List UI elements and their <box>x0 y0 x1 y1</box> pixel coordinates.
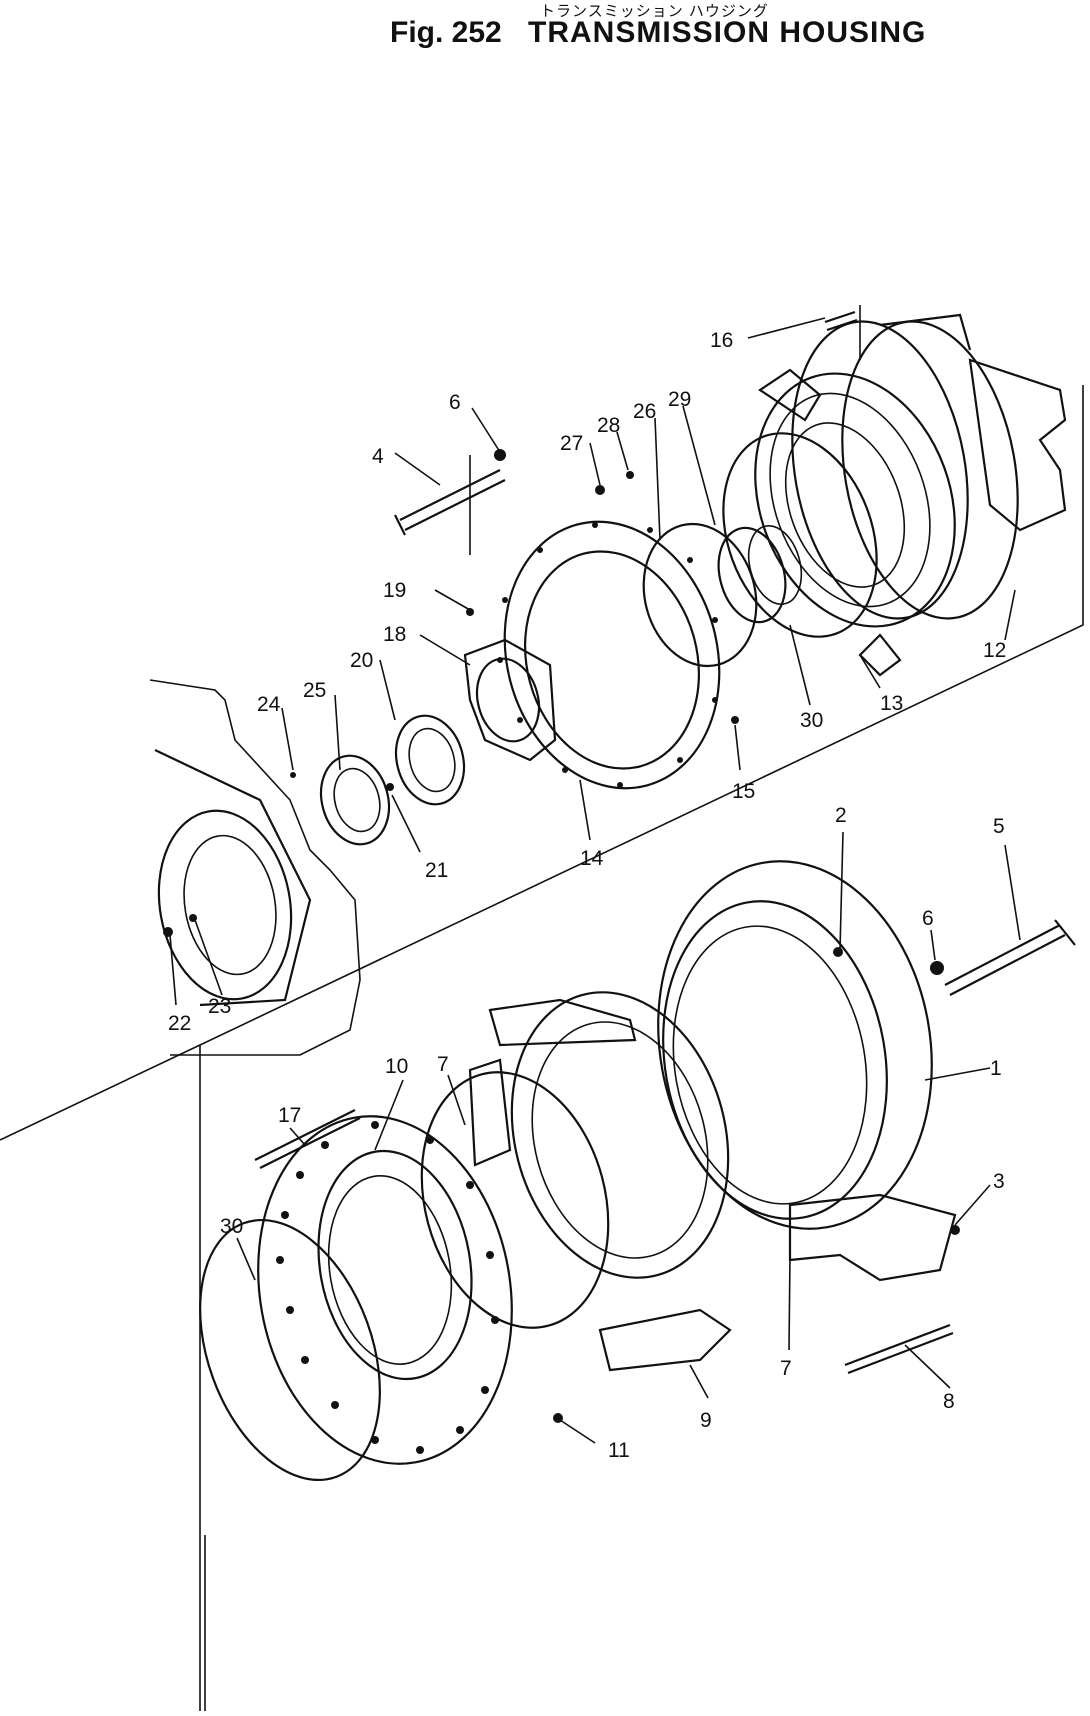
part-engine-housing <box>149 679 361 1056</box>
callout-7-upper: 7 <box>437 1053 449 1076</box>
title-japanese: トランスミッション ハウジング <box>540 3 769 20</box>
part-pin-17 <box>254 1109 361 1169</box>
callout-1: 1 <box>990 1057 1002 1080</box>
callout-labels: 16 6 4 28 27 26 29 19 18 20 25 24 21 14 … <box>168 329 1006 1462</box>
part-pin-8 <box>844 1323 954 1375</box>
part-oring-7 <box>420 1071 610 1329</box>
callout-14: 14 <box>580 847 604 870</box>
part-bolt-4 <box>394 469 506 536</box>
callout-22: 22 <box>168 1012 191 1035</box>
callout-16: 16 <box>710 329 733 352</box>
callout-3: 3 <box>993 1170 1005 1193</box>
group-bracket-lines <box>0 305 1084 1716</box>
callout-28: 28 <box>597 414 620 437</box>
part-housing-1 <box>657 860 957 1282</box>
figure-number: Fig. 252 <box>390 16 502 49</box>
part-case-9 <box>468 991 732 1372</box>
part-seal-20 <box>394 714 466 806</box>
callout-8: 8 <box>943 1390 955 1413</box>
callout-19: 19 <box>383 579 406 602</box>
callout-17: 17 <box>278 1104 301 1127</box>
callout-9: 9 <box>700 1409 712 1432</box>
part-bearing-25 <box>319 754 391 846</box>
callout-23: 23 <box>208 995 231 1018</box>
callout-10: 10 <box>385 1055 408 1078</box>
part-bolt-5 <box>944 919 1076 996</box>
callout-6-lower: 6 <box>922 907 934 930</box>
callout-2: 2 <box>835 804 847 827</box>
callout-27: 27 <box>560 432 583 455</box>
figure-title: TRANSMISSION HOUSING <box>528 16 927 49</box>
callout-26: 26 <box>633 400 656 423</box>
callout-7-lower: 7 <box>780 1357 792 1380</box>
callout-24: 24 <box>257 693 281 716</box>
callout-12: 12 <box>983 639 1006 662</box>
callout-30-upper: 30 <box>800 709 823 732</box>
part-cover-10 <box>257 1115 513 1465</box>
callout-13: 13 <box>880 692 903 715</box>
callout-5: 5 <box>993 815 1005 838</box>
leader-lines <box>169 317 1021 1444</box>
part-oring-30-lower <box>199 1218 381 1482</box>
part-oring-30-upper <box>722 432 878 638</box>
callout-11: 11 <box>608 1439 630 1462</box>
callout-4: 4 <box>372 445 384 468</box>
callout-15: 15 <box>732 780 755 803</box>
callout-20: 20 <box>350 649 373 672</box>
part-housing-12 <box>754 313 1067 677</box>
callout-21: 21 <box>425 859 448 882</box>
part-retainer-18 <box>463 638 557 762</box>
part-pin-16 <box>824 310 858 332</box>
callout-18: 18 <box>383 623 406 646</box>
callout-30-lower: 30 <box>220 1215 243 1238</box>
callout-25: 25 <box>303 679 326 702</box>
small-parts <box>163 449 960 1423</box>
part-flange-14 <box>497 520 721 790</box>
callout-6-upper: 6 <box>449 391 461 414</box>
callout-29: 29 <box>668 388 691 411</box>
